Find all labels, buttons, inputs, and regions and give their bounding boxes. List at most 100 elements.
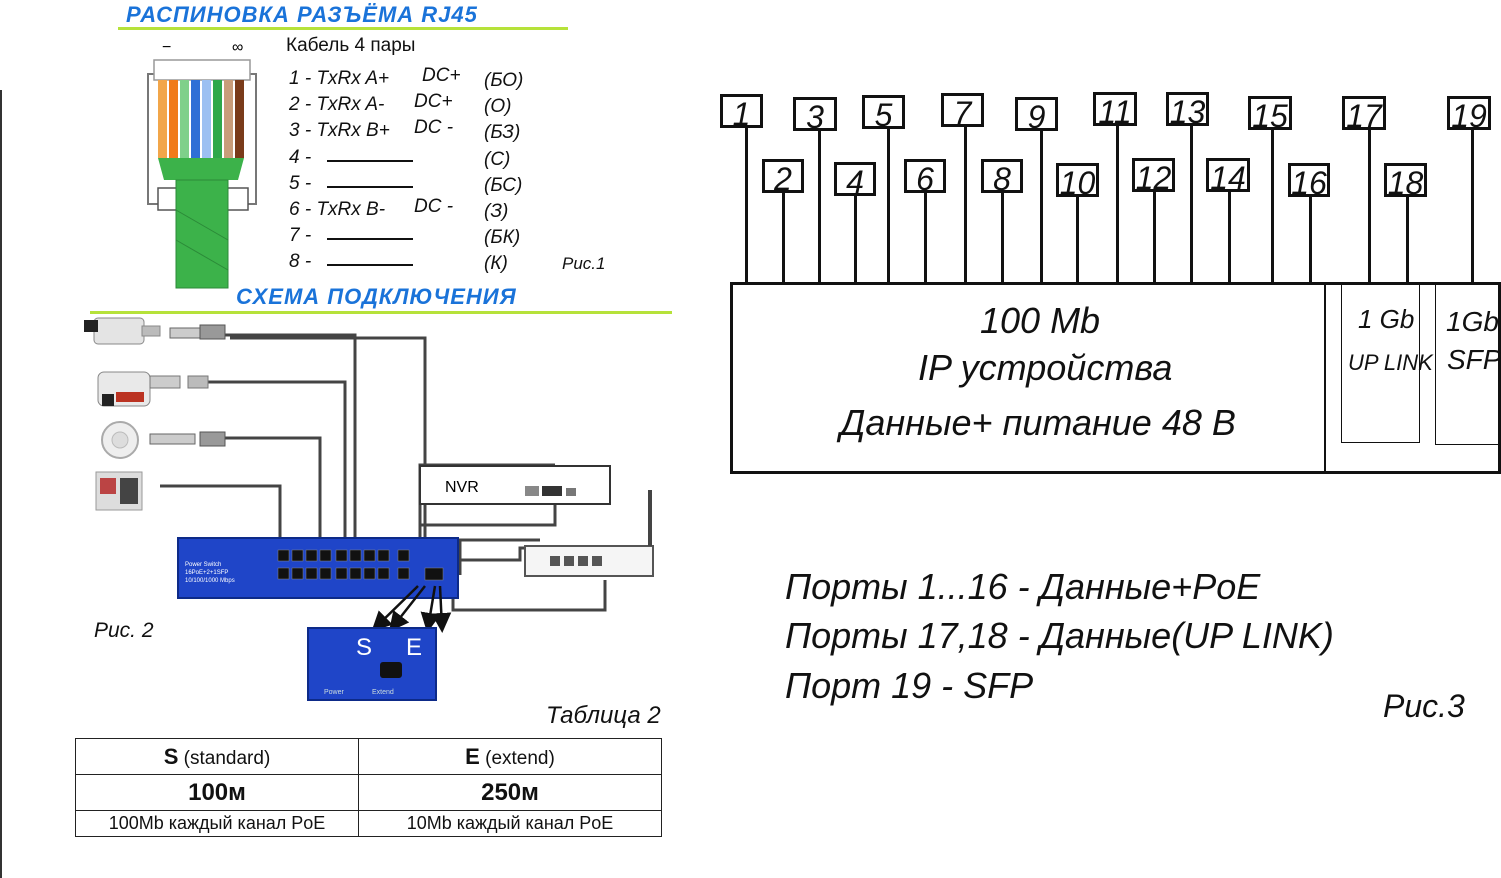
port-label-8: 8 [981, 159, 1023, 196]
scheme-title-underline [90, 311, 672, 314]
port-line-19 [1471, 130, 1474, 282]
wire-5 [202, 80, 211, 158]
cable-jacket-join [158, 158, 244, 180]
port-label-4: 4 [834, 162, 876, 199]
fig1-label: Рис.1 [562, 254, 606, 273]
mode-s-label: S [356, 634, 372, 661]
switch-block-divider [1324, 282, 1326, 474]
poe-switch: Power Switch 16PoE+2+1SFP 10/100/1000 Mb… [177, 537, 459, 599]
cable-green [175, 179, 229, 289]
wire-main [230, 336, 427, 562]
intercom-panel [95, 471, 143, 511]
port-line-6 [924, 193, 927, 282]
switch-text-1: Power Switch [185, 562, 221, 568]
port-line-1 [745, 128, 748, 282]
port-label-15: 15 [1248, 96, 1292, 133]
pin-dc-polarity: DC+ [422, 65, 461, 86]
port-label-12: 12 [1132, 158, 1175, 195]
panel-power-label: Power [324, 689, 345, 696]
uplink-box [1341, 282, 1420, 443]
table-cell-e-speed: 10Mb каждый канал PoE [358, 810, 662, 837]
table2-title: Таблица 2 [546, 702, 661, 729]
wire-intercom [160, 484, 282, 542]
uplink-label: UP LINK [1348, 350, 1433, 375]
port-label-7: 7 [941, 93, 984, 130]
port-label-2: 2 [762, 159, 804, 196]
pin-dc-polarity: DC - [414, 117, 454, 139]
pin-function: 2 - TxRx A- [289, 94, 385, 116]
wire-camera-3 [220, 436, 322, 542]
plug-inf-mark: ∞ [232, 40, 243, 56]
wire-camera-1 [220, 333, 357, 542]
pin-unused-line [327, 159, 413, 162]
pin-function: 1 - TxRx A+ [289, 68, 390, 89]
port-line-17 [1368, 130, 1371, 282]
pin-function: 7 - [289, 225, 312, 247]
port-label-13: 13 [1166, 92, 1209, 129]
note-ports-17-18: Порты 17,18 - Данные(UP LINK) [785, 615, 1334, 656]
pin-wire-color: (БО) [484, 70, 524, 91]
pin-function: 5 - [289, 172, 312, 194]
fig2-label: Рис. 2 [94, 619, 154, 642]
table-2: S (standard) E (extend) 100м 250м 100Mb … [75, 738, 662, 837]
pin-unused-line [327, 185, 413, 188]
main-line-speed: 100 Mb [980, 300, 1101, 341]
wire-camera-2 [205, 380, 347, 542]
port-line-16 [1309, 197, 1312, 282]
plug-minus-mark: − [162, 40, 171, 56]
wire-router [451, 580, 607, 612]
note-ports-1-16: Порты 1...16 - Данные+PoE [785, 566, 1261, 607]
pin-unused-line [327, 238, 413, 241]
note-port-19: Порт 19 - SFP [785, 665, 1034, 706]
table-cell-s-speed: 100Mb каждый канал PoE [75, 810, 359, 837]
port-line-14 [1228, 192, 1231, 282]
switch-text-2: 16PoE+2+1SFP [185, 570, 228, 576]
table-cell-e-distance: 250м [358, 774, 662, 811]
pin-dc-polarity: DC+ [414, 91, 453, 113]
sfp-speed: 1Gb [1446, 306, 1499, 337]
port-line-15 [1271, 130, 1274, 282]
port-label-19: 19 [1447, 96, 1491, 133]
port-label-17: 17 [1342, 96, 1386, 133]
fig3-label: Рис.3 [1383, 688, 1465, 724]
nvr-device: NVR [419, 465, 611, 505]
port-line-11 [1116, 126, 1119, 282]
port-line-8 [1001, 193, 1004, 282]
connection-scheme: NVR Power Switch 16PoE+2+1SFP 10/100/100… [84, 317, 654, 701]
port-line-9 [1040, 131, 1043, 282]
switch-mode-panel: S E Power Extend [307, 627, 437, 701]
mode-e-label: E [406, 634, 422, 661]
port-line-5 [887, 129, 890, 282]
wire-7 [224, 80, 233, 158]
camera-bullet-1 [84, 317, 226, 345]
wire-nvr-2 [418, 505, 557, 542]
pin-function: 4 - [289, 146, 312, 168]
port-line-7 [964, 127, 967, 282]
port-label-16: 16 [1288, 163, 1330, 200]
wire-8 [235, 80, 244, 158]
uplink-speed: 1 Gb [1358, 304, 1415, 334]
pin-function: 6 - TxRx B- [289, 199, 386, 220]
pinout-title: РАСПИНОВКА РАЗЪЁМА RJ45 [126, 2, 478, 27]
cable-label: Кабель 4 пары [286, 35, 416, 56]
pin-dc-polarity: DC - [414, 196, 454, 217]
pin-wire-color: (БС) [484, 174, 523, 196]
main-line-power: Данные+ питание 48 В [840, 402, 1236, 443]
camera-bullet-2 [97, 371, 209, 407]
wire-1 [158, 80, 167, 158]
port-line-3 [818, 131, 821, 282]
pin-wire-color: (З) [484, 201, 509, 222]
port-line-4 [854, 196, 857, 282]
rj45-plug-illustration: − ∞ [147, 40, 257, 289]
port-label-11: 11 [1093, 92, 1137, 129]
switch-text-3: 10/100/1000 Mbps [185, 578, 235, 584]
pin-wire-color: (С) [484, 148, 511, 170]
sfp-label: SFP [1447, 344, 1501, 375]
port-label-1: 1 [720, 94, 763, 131]
port-line-10 [1076, 197, 1079, 282]
plug-wires [158, 80, 244, 158]
pin-unused-line [327, 264, 413, 267]
wire-4 [191, 80, 200, 158]
wire-3 [180, 80, 189, 158]
switch-block [730, 282, 1501, 474]
